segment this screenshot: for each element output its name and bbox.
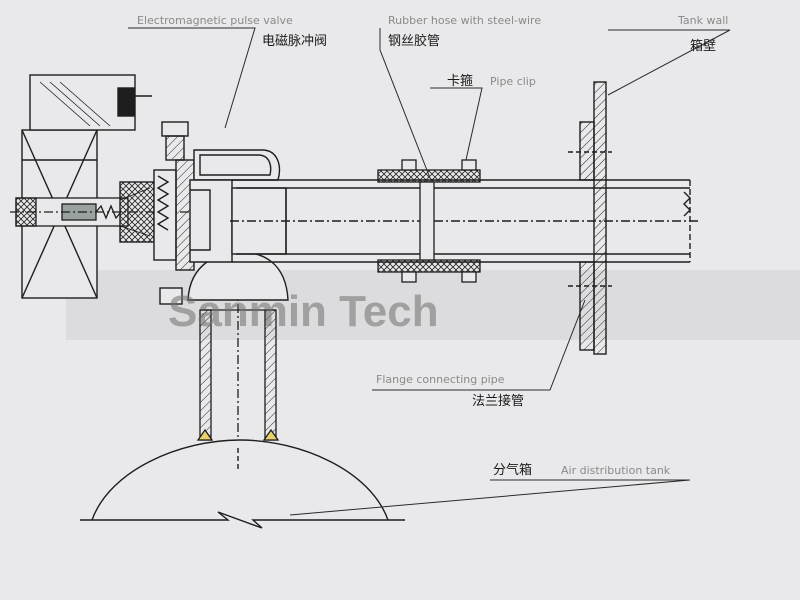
leader-rubber-hose: [379, 28, 431, 179]
leader-flange-pipe: [372, 299, 586, 391]
tank-wall-flange: [568, 81, 612, 355]
rubber-hose-with-clamps: [377, 159, 481, 283]
leader-lines: [128, 27, 731, 516]
horizontal-blow-pipe: [230, 179, 700, 263]
leader-pulse-valve: [128, 27, 256, 129]
leader-pipe-clip: [430, 87, 483, 161]
air-distribution-tank: [80, 439, 405, 529]
label-tank-wall-zh: 箱壁: [690, 38, 716, 54]
label-flange-pipe-zh: 法兰接管: [472, 393, 524, 409]
label-rubber-hose-zh: 钢丝胶管: [388, 33, 440, 49]
watermark-text: Sanmin Tech: [168, 287, 439, 336]
watermark-band: [66, 270, 800, 340]
leader-tank-wall: [607, 29, 731, 96]
leader-air-tank: [289, 479, 691, 516]
pulse-valve-body: [119, 121, 281, 305]
label-pulse-valve-en: Electromagnetic pulse valve: [137, 14, 293, 27]
label-air-tank-zh: 分气箱: [493, 462, 532, 478]
vertical-connecting-pipe: [196, 270, 280, 441]
label-flange-pipe-en: Flange connecting pipe: [376, 373, 505, 386]
label-tank-wall-en: Tank wall: [677, 14, 728, 27]
label-pipe-clip-en: Pipe clip: [490, 75, 536, 88]
label-rubber-hose-en: Rubber hose with steel-wire: [388, 14, 541, 27]
label-pipe-clip-zh: 卡箍: [447, 73, 473, 89]
label-air-tank-en: Air distribution tank: [561, 464, 671, 477]
label-pulse-valve-zh: 电磁脉冲阀: [262, 34, 327, 49]
